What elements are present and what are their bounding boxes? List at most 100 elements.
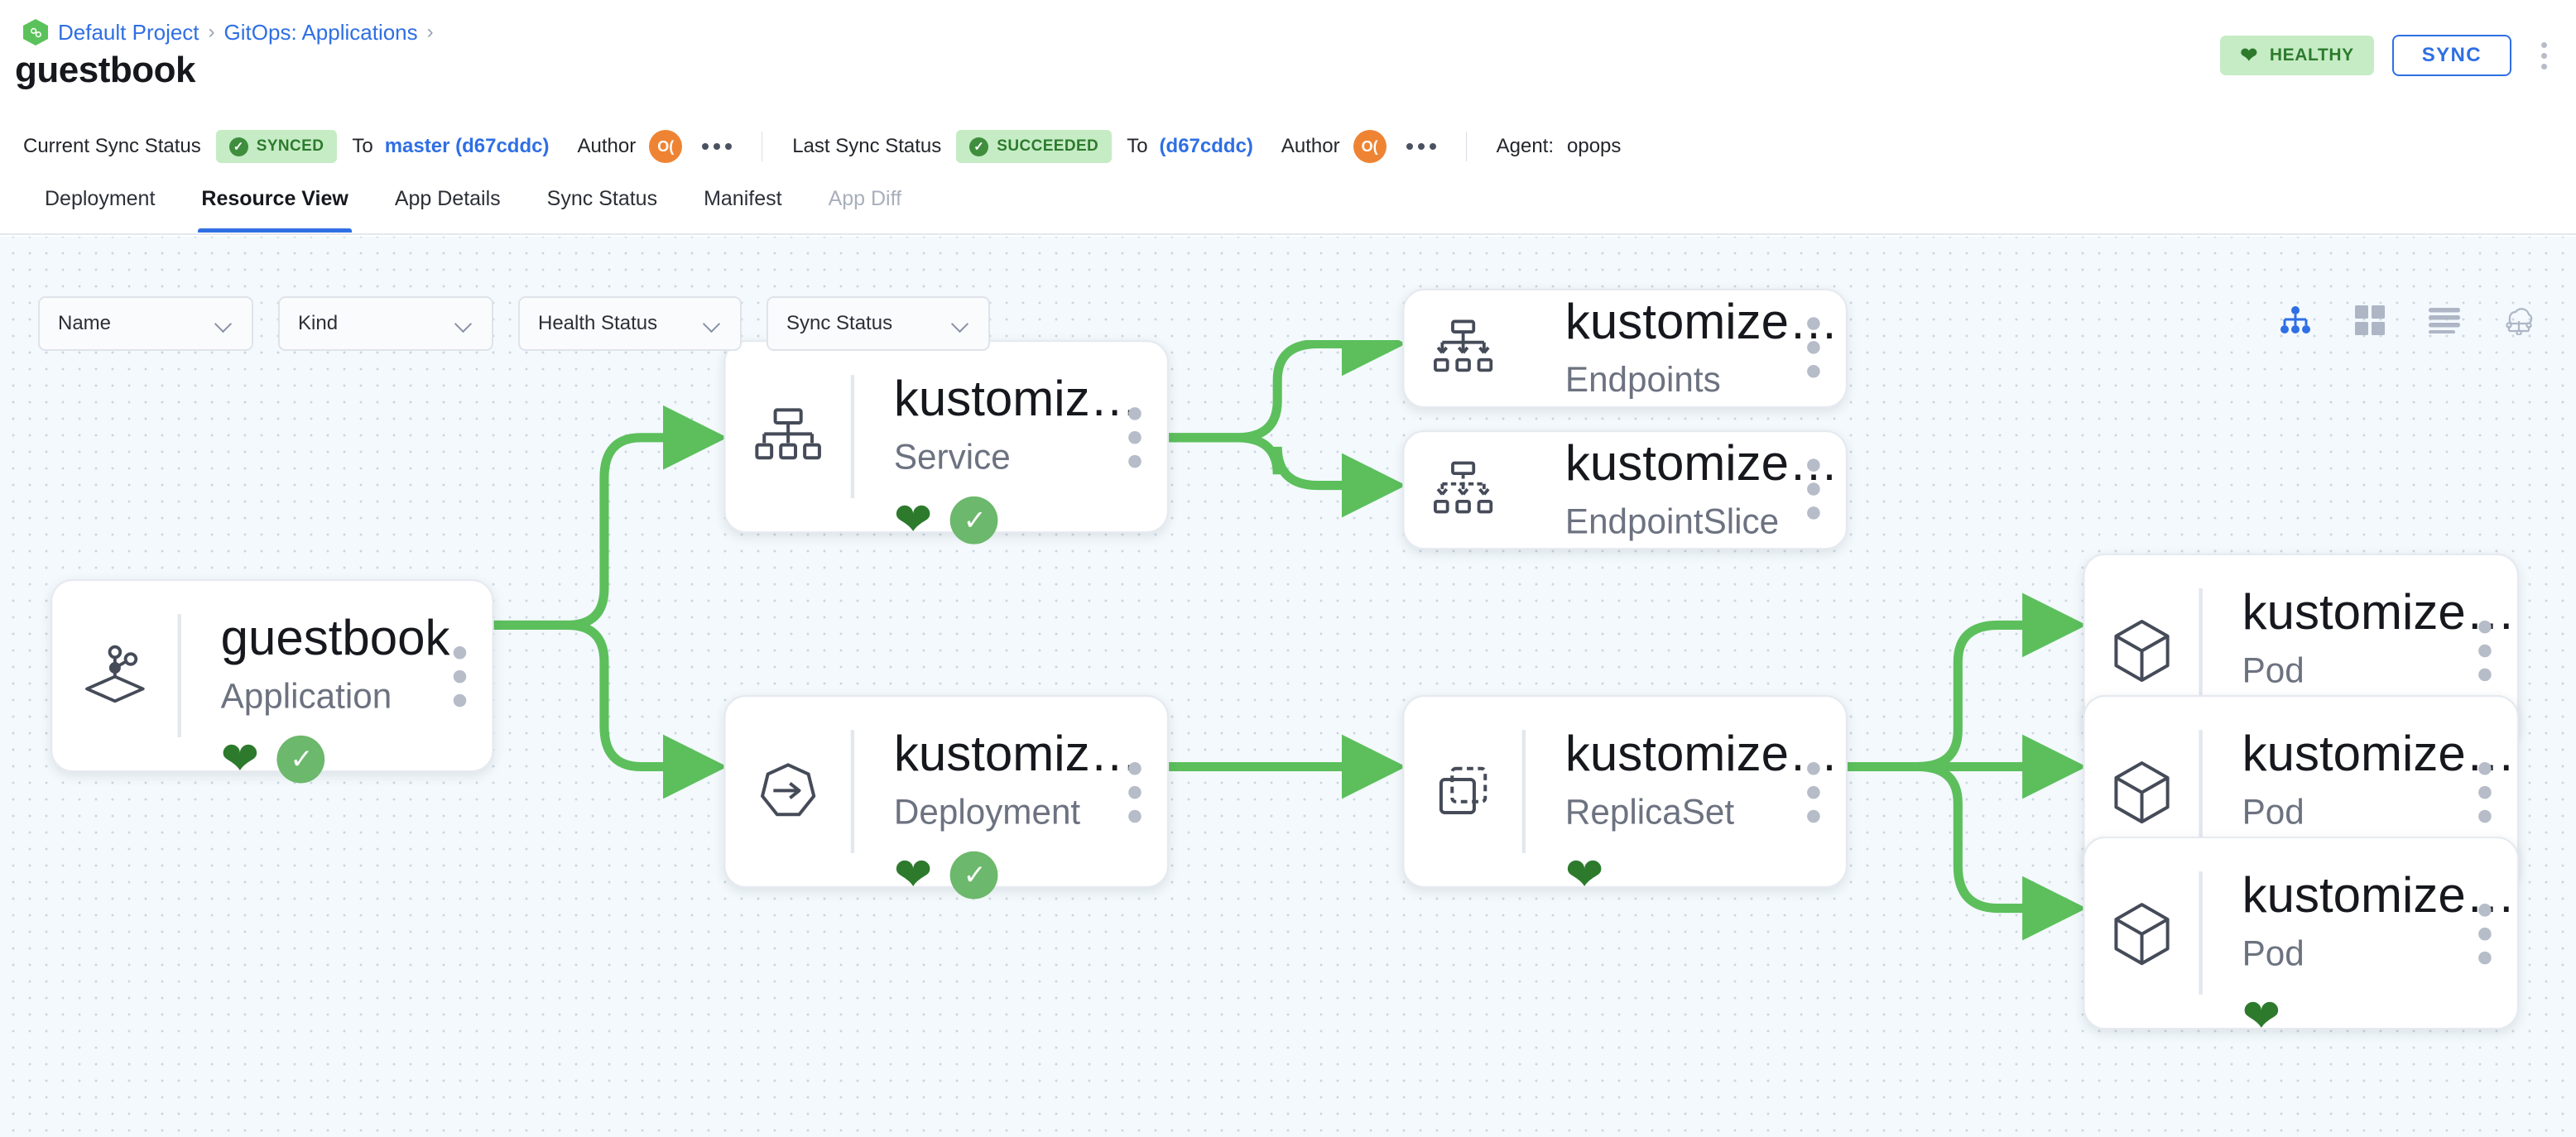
tab-deployment[interactable]: Deployment <box>45 187 156 210</box>
view-mode-switcher <box>2276 301 2538 339</box>
kebab-vertical-icon[interactable] <box>2530 36 2558 75</box>
check-circle-icon: ✓ <box>969 137 989 156</box>
graph-node-endpoints[interactable]: kustomize-guestbook-ui Endpoints <box>1402 288 1848 409</box>
current-author-label: Author <box>577 135 637 157</box>
heart-icon: ❤ <box>1564 848 1604 901</box>
graph-node-status: ❤ ✓ <box>894 852 1167 900</box>
sync-button[interactable]: SYNC <box>2391 35 2511 76</box>
pod-icon <box>2085 555 2199 745</box>
breadcrumb-separator: › <box>208 21 215 43</box>
graph-node-status: ❤ ✓ <box>894 497 1167 545</box>
graph-node-title: kustomize-guestbook-ui-… <box>2242 726 2517 782</box>
current-revision-link[interactable]: master (d67cddc) <box>384 135 550 157</box>
agent-value: opops <box>1567 135 1622 157</box>
service-icon <box>726 342 851 531</box>
tab-app-details[interactable]: App Details <box>394 187 501 210</box>
graph-node-body: kustomize-guestbook-ui Service ❤ ✓ <box>853 342 1167 545</box>
check-circle-icon: ✓ <box>228 137 248 156</box>
graph-node-application[interactable]: guestbook Application ❤ ✓ <box>50 578 494 784</box>
divider <box>2199 871 2202 995</box>
heart-icon: ❤ <box>2240 43 2258 67</box>
tab-resource-view[interactable]: Resource View <box>178 177 371 233</box>
filter-kind[interactable]: Kind <box>278 296 493 351</box>
resource-graph-canvas[interactable]: Name Kind Health Status Sync Status <box>0 237 2576 1137</box>
tab-manifest[interactable]: Manifest <box>704 187 782 210</box>
graph-node-pod-3[interactable]: kustomize-guestbook-ui-… Pod ❤ <box>2083 836 2520 1039</box>
tab-sync-status[interactable]: Sync Status <box>546 187 658 210</box>
kebab-horizontal-icon[interactable] <box>1406 130 1436 163</box>
kebab-vertical-icon[interactable] <box>2478 902 2492 964</box>
status-bar: Current Sync Status ✓ SYNCED To master (… <box>0 122 2576 170</box>
chevron-down-icon <box>215 314 233 333</box>
kebab-vertical-icon[interactable] <box>1807 318 1820 379</box>
filter-health-status[interactable]: Health Status <box>518 296 742 351</box>
kebab-vertical-icon[interactable] <box>2478 760 2492 823</box>
graph-node-status: ❤ ✓ <box>221 736 493 784</box>
graph-node-body: kustomize-guestbook-ui Deployment ❤ ✓ <box>853 697 1167 900</box>
current-sync-status-label: Current Sync Status <box>23 135 201 157</box>
graph-node-status: ❤ <box>1565 852 1846 900</box>
pod-icon <box>2085 697 2199 886</box>
endpointslice-icon <box>1404 457 1521 523</box>
graph-node-kind: Service <box>893 439 1011 479</box>
list-view-icon[interactable] <box>2425 301 2463 339</box>
status-badge-synced: ✓ SYNCED <box>215 130 338 163</box>
check-circle-icon: ✓ <box>950 852 999 900</box>
network-cloud-view-icon[interactable] <box>2500 301 2538 339</box>
pod-icon <box>2085 838 2199 1028</box>
heart-icon: ❤ <box>893 848 933 901</box>
chevron-down-icon <box>952 314 970 333</box>
kebab-vertical-icon[interactable] <box>1807 459 1820 521</box>
status-badge-health: ❤ HEALTHY <box>2220 36 2374 75</box>
filter-kind-label: Kind <box>298 312 339 334</box>
graph-node-replicaset[interactable]: kustomize-guestbook-ui-… ReplicaSet ❤ <box>1402 694 1848 898</box>
filter-name[interactable]: Name <box>38 296 253 351</box>
graph-node-service[interactable]: kustomize-guestbook-ui Service ❤ ✓ <box>723 340 1170 545</box>
graph-node-status: ❤ <box>2242 993 2517 1041</box>
argo-octopus-icon <box>23 19 48 46</box>
filter-name-label: Name <box>58 312 112 334</box>
current-to-label: To <box>352 135 373 157</box>
avatar[interactable]: O( <box>649 130 683 163</box>
divider <box>2199 730 2202 853</box>
divider <box>850 730 854 853</box>
page-title: guestbook <box>15 50 195 90</box>
graph-layer: guestbook Application ❤ ✓ kustomize-gues… <box>8 288 2576 1130</box>
graph-node-kind: Deployment <box>893 794 1081 834</box>
graph-node-title: kustomize-guestbook-ui-… <box>2242 584 2517 640</box>
edge-replicaset-to-pod-1 <box>1845 592 2087 772</box>
graph-node-endpointslice[interactable]: kustomize-guestbook-ui-… EndpointSlice <box>1402 429 1848 550</box>
graph-node-title: kustomize-guestbook-ui <box>893 726 1167 782</box>
graph-node-title: kustomize-guestbook-ui-… <box>2242 867 2517 924</box>
kebab-vertical-icon[interactable] <box>453 645 467 707</box>
kebab-vertical-icon[interactable] <box>1128 405 1141 468</box>
filter-bar: Name Kind Health Status Sync Status <box>38 296 990 351</box>
deployment-icon <box>726 697 851 886</box>
avatar[interactable]: O( <box>1353 130 1387 163</box>
graph-node-kind: ReplicaSet <box>1564 794 1735 834</box>
chevron-down-icon <box>455 314 473 333</box>
synced-badge-label: SYNCED <box>256 137 324 155</box>
last-revision-link[interactable]: (d67cddc) <box>1159 135 1253 157</box>
graph-node-kind: Pod <box>2242 794 2304 834</box>
heart-icon: ❤ <box>220 732 260 785</box>
kebab-vertical-icon[interactable] <box>1128 760 1141 823</box>
graph-node-title: kustomize-guestbook-ui-… <box>1564 435 1846 491</box>
graph-node-deployment[interactable]: kustomize-guestbook-ui Deployment ❤ ✓ <box>723 694 1170 900</box>
app-header: Default Project › GitOps: Applications ›… <box>0 0 2576 235</box>
graph-node-body: kustomize-guestbook-ui Endpoints <box>1525 294 1846 403</box>
breadcrumb-item-default-project[interactable]: Default Project <box>58 19 199 45</box>
grid-view-icon[interactable] <box>2351 301 2389 339</box>
kebab-vertical-icon[interactable] <box>1807 760 1820 823</box>
kebab-horizontal-icon[interactable] <box>702 130 733 163</box>
edge-replicaset-to-pod-3 <box>1845 761 2087 941</box>
edge-app-to-deployment <box>493 620 728 799</box>
filter-sync-status[interactable]: Sync Status <box>767 296 990 351</box>
header-actions: ❤ HEALTHY SYNC <box>2220 35 2558 76</box>
chevron-down-icon <box>704 314 722 333</box>
tree-view-icon[interactable] <box>2276 301 2314 339</box>
kebab-vertical-icon[interactable] <box>2478 619 2492 681</box>
breadcrumb-item-gitops-applications[interactable]: GitOps: Applications <box>223 19 418 45</box>
graph-edges <box>493 340 2087 941</box>
graph-node-title: guestbook <box>220 610 450 666</box>
